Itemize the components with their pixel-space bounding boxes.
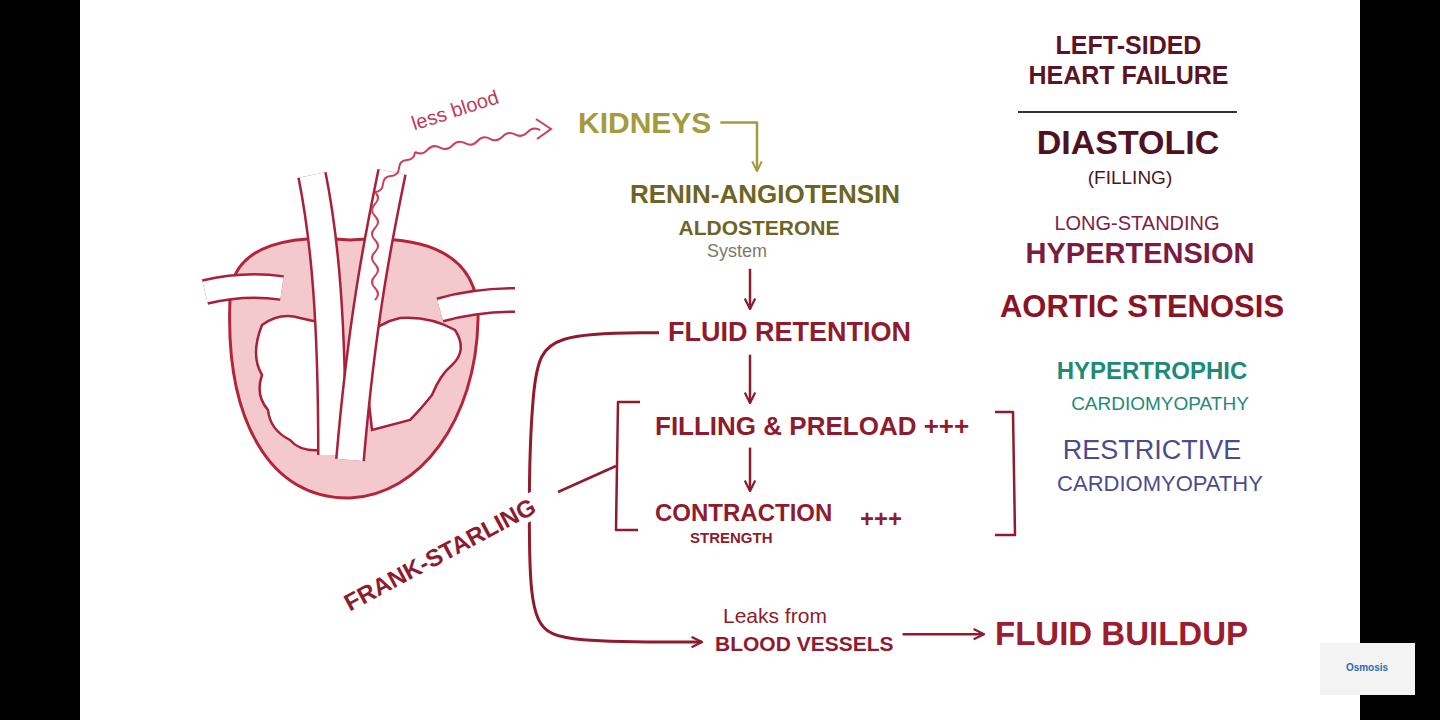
bracket (558, 402, 1015, 535)
left-bracket (616, 402, 640, 530)
flow-arrow (749, 269, 752, 309)
cause-label: CARDIOMYOPATHY (1071, 394, 1249, 415)
vessel (205, 286, 282, 292)
flow-arrow (749, 448, 752, 491)
flow-arrow (903, 633, 984, 636)
step-text: +++ (860, 506, 902, 532)
step-text: System (707, 242, 767, 262)
leader-line (558, 466, 616, 492)
cause-label: LONG-STANDING (1054, 212, 1219, 234)
flow-step: RENIN-ANGIOTENSIN ALDOSTERONE System (627, 177, 903, 265)
cause-label: HYPERTENSION (1026, 238, 1255, 270)
step-text: KIDNEYS (578, 106, 711, 139)
flow-step: KIDNEYS (575, 103, 714, 142)
vessel (312, 175, 332, 455)
step-text: CONTRACTION (655, 500, 832, 526)
cause-label: HYPERTROPHIC (1057, 358, 1248, 384)
step-text: FLUID BUILDUP (995, 616, 1248, 652)
cause-label: CARDIOMYOPATHY (1057, 472, 1263, 496)
type-heading: DIASTOLIC (1037, 124, 1220, 161)
aorta (350, 172, 392, 460)
right-bracket (995, 412, 1015, 535)
flow-arrow (529, 333, 702, 642)
heart-drawing (205, 172, 515, 498)
step-text: FLUID RETENTION (668, 318, 911, 348)
wavy-arrow (372, 119, 551, 300)
result-label: FLUID BUILDUP (992, 613, 1251, 655)
watermark: Osmosis (1346, 662, 1388, 673)
flow-step: CONTRACTION STRENGTH +++ (652, 497, 905, 550)
step-text: RENIN-ANGIOTENSIN (630, 180, 900, 209)
vessel-outline (205, 286, 282, 292)
vessel-outline (440, 300, 515, 310)
side-bar (1360, 0, 1440, 720)
heart-chamber (256, 316, 322, 450)
mechanism-label: FRANK-STARLING (336, 492, 543, 619)
step-text: ALDOSTERONE (678, 216, 839, 239)
step-text: FILLING & PRELOAD +++ (655, 412, 969, 441)
watermark-box (1320, 643, 1415, 695)
step-text: STRENGTH (690, 530, 773, 547)
wavy-line (375, 152, 415, 192)
flow-step: FLUID RETENTION (665, 315, 914, 351)
step-text: BLOOD VESSELS (715, 632, 894, 655)
wavy-line (415, 129, 540, 154)
side-bar (0, 0, 80, 720)
aorta-outline (350, 172, 392, 460)
diagram-title: LEFT-SIDED HEART FAILURE (1021, 30, 1236, 90)
arrow-head (536, 119, 551, 139)
flow-step: Leaks fromBLOOD VESSELS (712, 601, 897, 658)
cause-label: AORTIC STENOSIS (1000, 290, 1284, 324)
flow-arrow (720, 123, 757, 172)
arrow-label: less blood (409, 86, 501, 135)
title-rule (1018, 111, 1237, 113)
type-note: (FILLING) (1088, 168, 1172, 189)
cause-label: RESTRICTIVE (1063, 436, 1242, 466)
step-text: Leaks from (723, 604, 827, 627)
vessel-outline (312, 175, 332, 455)
wavy-line (372, 192, 378, 300)
flow-arrow (749, 355, 752, 403)
vessel (440, 300, 515, 310)
flow-step: FILLING & PRELOAD +++ (652, 409, 972, 444)
